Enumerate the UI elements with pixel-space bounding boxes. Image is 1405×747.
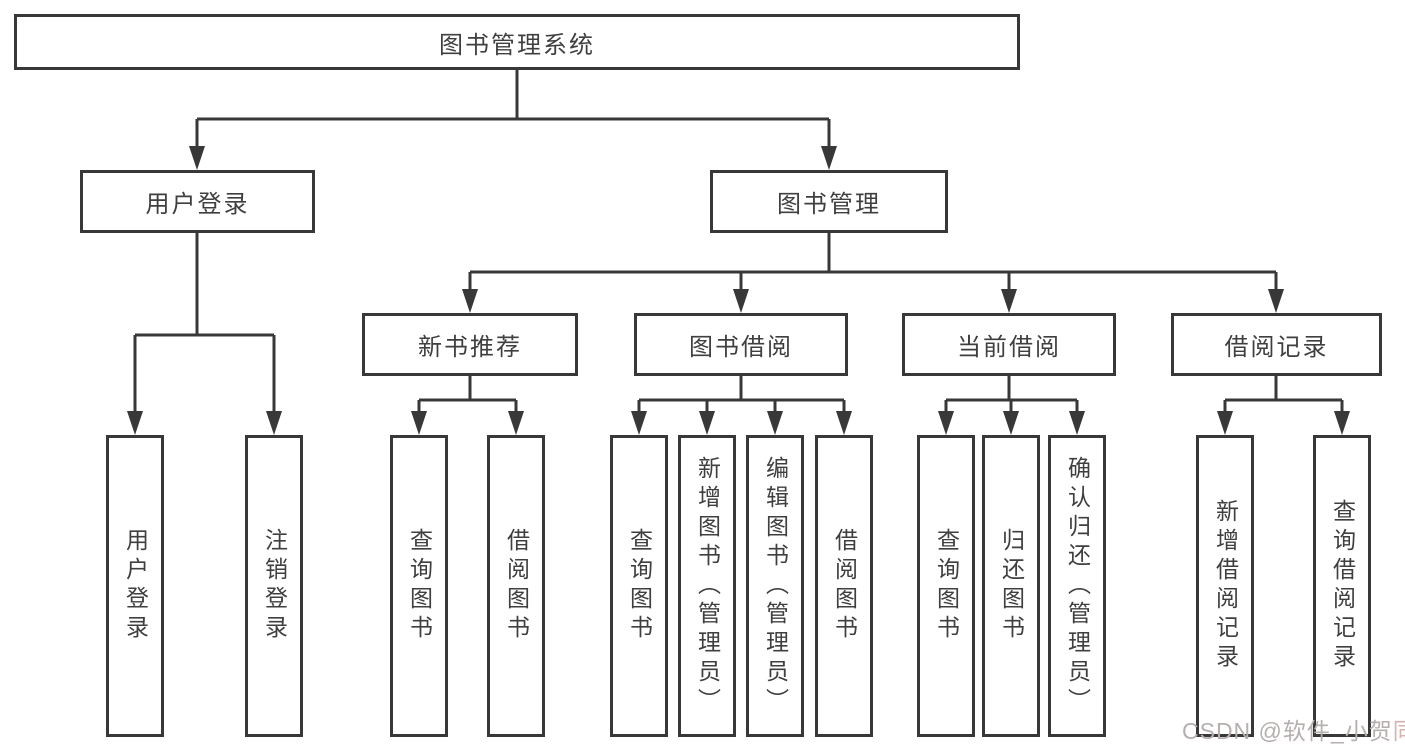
- watermark-text: CSDN @软件_小贺: [1182, 718, 1393, 744]
- leaf-label: 借阅图书: [831, 528, 858, 644]
- connector-records-to-leaves: [1223, 376, 1344, 415]
- connector-rec-to-leaves: [417, 376, 518, 415]
- node-borrowing-records: 借阅记录: [1171, 313, 1382, 376]
- node-current-borrowing: 当前借阅: [902, 313, 1116, 376]
- leaf-return-books: 归还图书: [982, 435, 1040, 737]
- leaf-add-books-admin: 新增图书（管理员）: [678, 435, 736, 737]
- arrowheads-level3: [462, 289, 1284, 313]
- leaf-confirm-return-admin: 确认归还（管理员）: [1048, 435, 1106, 737]
- csdn-watermark: CSDN @软件_小贺同学: [1182, 712, 1405, 746]
- leaf-borrow-books: 借阅图书: [815, 435, 873, 737]
- leaf-label: 注销登录: [261, 528, 288, 644]
- leaf-label: 编辑图书（管理员）: [762, 455, 789, 717]
- connector-login-to-leaves: [133, 233, 276, 415]
- leaf-logout: 注销登录: [245, 435, 303, 737]
- connector-mgmt-to-level3: [468, 233, 1278, 293]
- leaf-label: 新增图书（管理员）: [694, 455, 721, 717]
- node-book-borrowing: 图书借阅: [634, 313, 848, 376]
- leaf-edit-books-admin: 编辑图书（管理员）: [746, 435, 804, 737]
- leaf-label: 查询图书: [626, 528, 653, 644]
- leaf-label: 查询图书: [933, 528, 960, 644]
- arrowheads-level2: [189, 146, 837, 170]
- node-user-login: 用户登录: [80, 170, 315, 233]
- leaf-label: 新增借阅记录: [1212, 499, 1239, 673]
- connector-borrow-to-leaves: [637, 376, 846, 415]
- leaf-label: 确认归还（管理员）: [1064, 455, 1091, 717]
- leaf-label: 借阅图书: [503, 528, 530, 644]
- connector-current-to-leaves: [944, 376, 1079, 415]
- arrowheads-leaves: [127, 411, 1350, 435]
- leaf-query-books: 查询图书: [610, 435, 668, 737]
- leaf-label: 用户登录: [122, 528, 149, 644]
- leaf-add-borrow-record: 新增借阅记录: [1196, 435, 1254, 737]
- leaf-query-borrow-record: 查询借阅记录: [1313, 435, 1371, 737]
- leaf-label: 查询图书: [406, 528, 433, 644]
- leaf-borrow-books: 借阅图书: [487, 435, 545, 737]
- leaf-user-login: 用户登录: [106, 435, 164, 737]
- leaf-query-books: 查询图书: [917, 435, 975, 737]
- node-library-management-system: 图书管理系统: [14, 14, 1020, 70]
- watermark-accent-text: 同学: [1393, 718, 1405, 744]
- node-book-management: 图书管理: [710, 170, 948, 233]
- leaf-query-books: 查询图书: [390, 435, 448, 737]
- node-new-book-recommendation: 新书推荐: [362, 313, 578, 376]
- leaf-label: 查询借阅记录: [1329, 499, 1356, 673]
- leaf-label: 归还图书: [998, 528, 1025, 644]
- connector-root-to-level2: [195, 70, 831, 150]
